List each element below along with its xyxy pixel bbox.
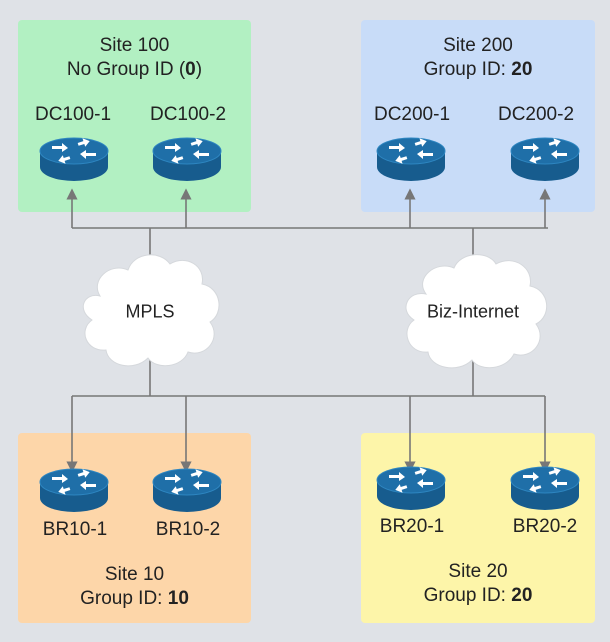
dc200-1-label: DC200-1 bbox=[373, 104, 451, 125]
site-200-group-prefix: Group ID: bbox=[423, 59, 512, 80]
router-icon bbox=[510, 135, 580, 182]
router-icon bbox=[376, 135, 446, 182]
router-icon bbox=[510, 464, 580, 511]
site-100-group-value: 0 bbox=[185, 59, 196, 80]
site-20-group-value: 20 bbox=[511, 585, 533, 606]
mpls-label: MPLS bbox=[125, 301, 175, 322]
dc100-2-label: DC100-2 bbox=[149, 104, 227, 125]
site-100-group-suffix: ) bbox=[195, 59, 203, 80]
site-20-title: Site 20 Group ID: 20 bbox=[361, 560, 595, 608]
site-10-group-prefix: Group ID: bbox=[80, 588, 168, 609]
mpls-cloud bbox=[82, 254, 220, 367]
br10-1-label: BR10-1 bbox=[42, 519, 108, 540]
br10-2-label: BR10-2 bbox=[155, 519, 221, 540]
site-10-group-value: 10 bbox=[167, 588, 189, 609]
br20-2-label: BR20-2 bbox=[512, 516, 578, 537]
internet-label: Biz-Internet bbox=[426, 301, 520, 322]
site-200-title: Site 200 Group ID: 20 bbox=[361, 34, 595, 82]
br20-1-label: BR20-1 bbox=[379, 516, 445, 537]
site-200-name: Site 200 bbox=[443, 35, 513, 56]
site-10-title: Site 10 Group ID: 10 bbox=[18, 563, 251, 611]
site-100-name: Site 100 bbox=[99, 35, 170, 56]
internet-cloud bbox=[405, 254, 548, 369]
router-icon bbox=[152, 466, 222, 513]
dc200-2-label: DC200-2 bbox=[497, 104, 575, 125]
dc100-1-label: DC100-1 bbox=[34, 104, 112, 125]
router-icon bbox=[152, 135, 222, 182]
router-icon bbox=[39, 466, 109, 513]
site-100-box: Site 100 No Group ID (0) bbox=[18, 20, 251, 212]
site-20-box: Site 20 Group ID: 20 bbox=[361, 433, 595, 623]
site-20-group-prefix: Group ID: bbox=[423, 585, 512, 606]
site-100-group-prefix: No Group ID ( bbox=[66, 59, 186, 80]
site-200-group-value: 20 bbox=[511, 59, 533, 80]
router-icon bbox=[376, 464, 446, 511]
site-20-name: Site 20 bbox=[448, 561, 508, 582]
site-10-name: Site 10 bbox=[104, 564, 165, 585]
router-icon bbox=[39, 135, 109, 182]
site-100-title: Site 100 No Group ID (0) bbox=[18, 34, 251, 82]
site-10-box: Site 10 Group ID: 10 bbox=[18, 433, 251, 623]
